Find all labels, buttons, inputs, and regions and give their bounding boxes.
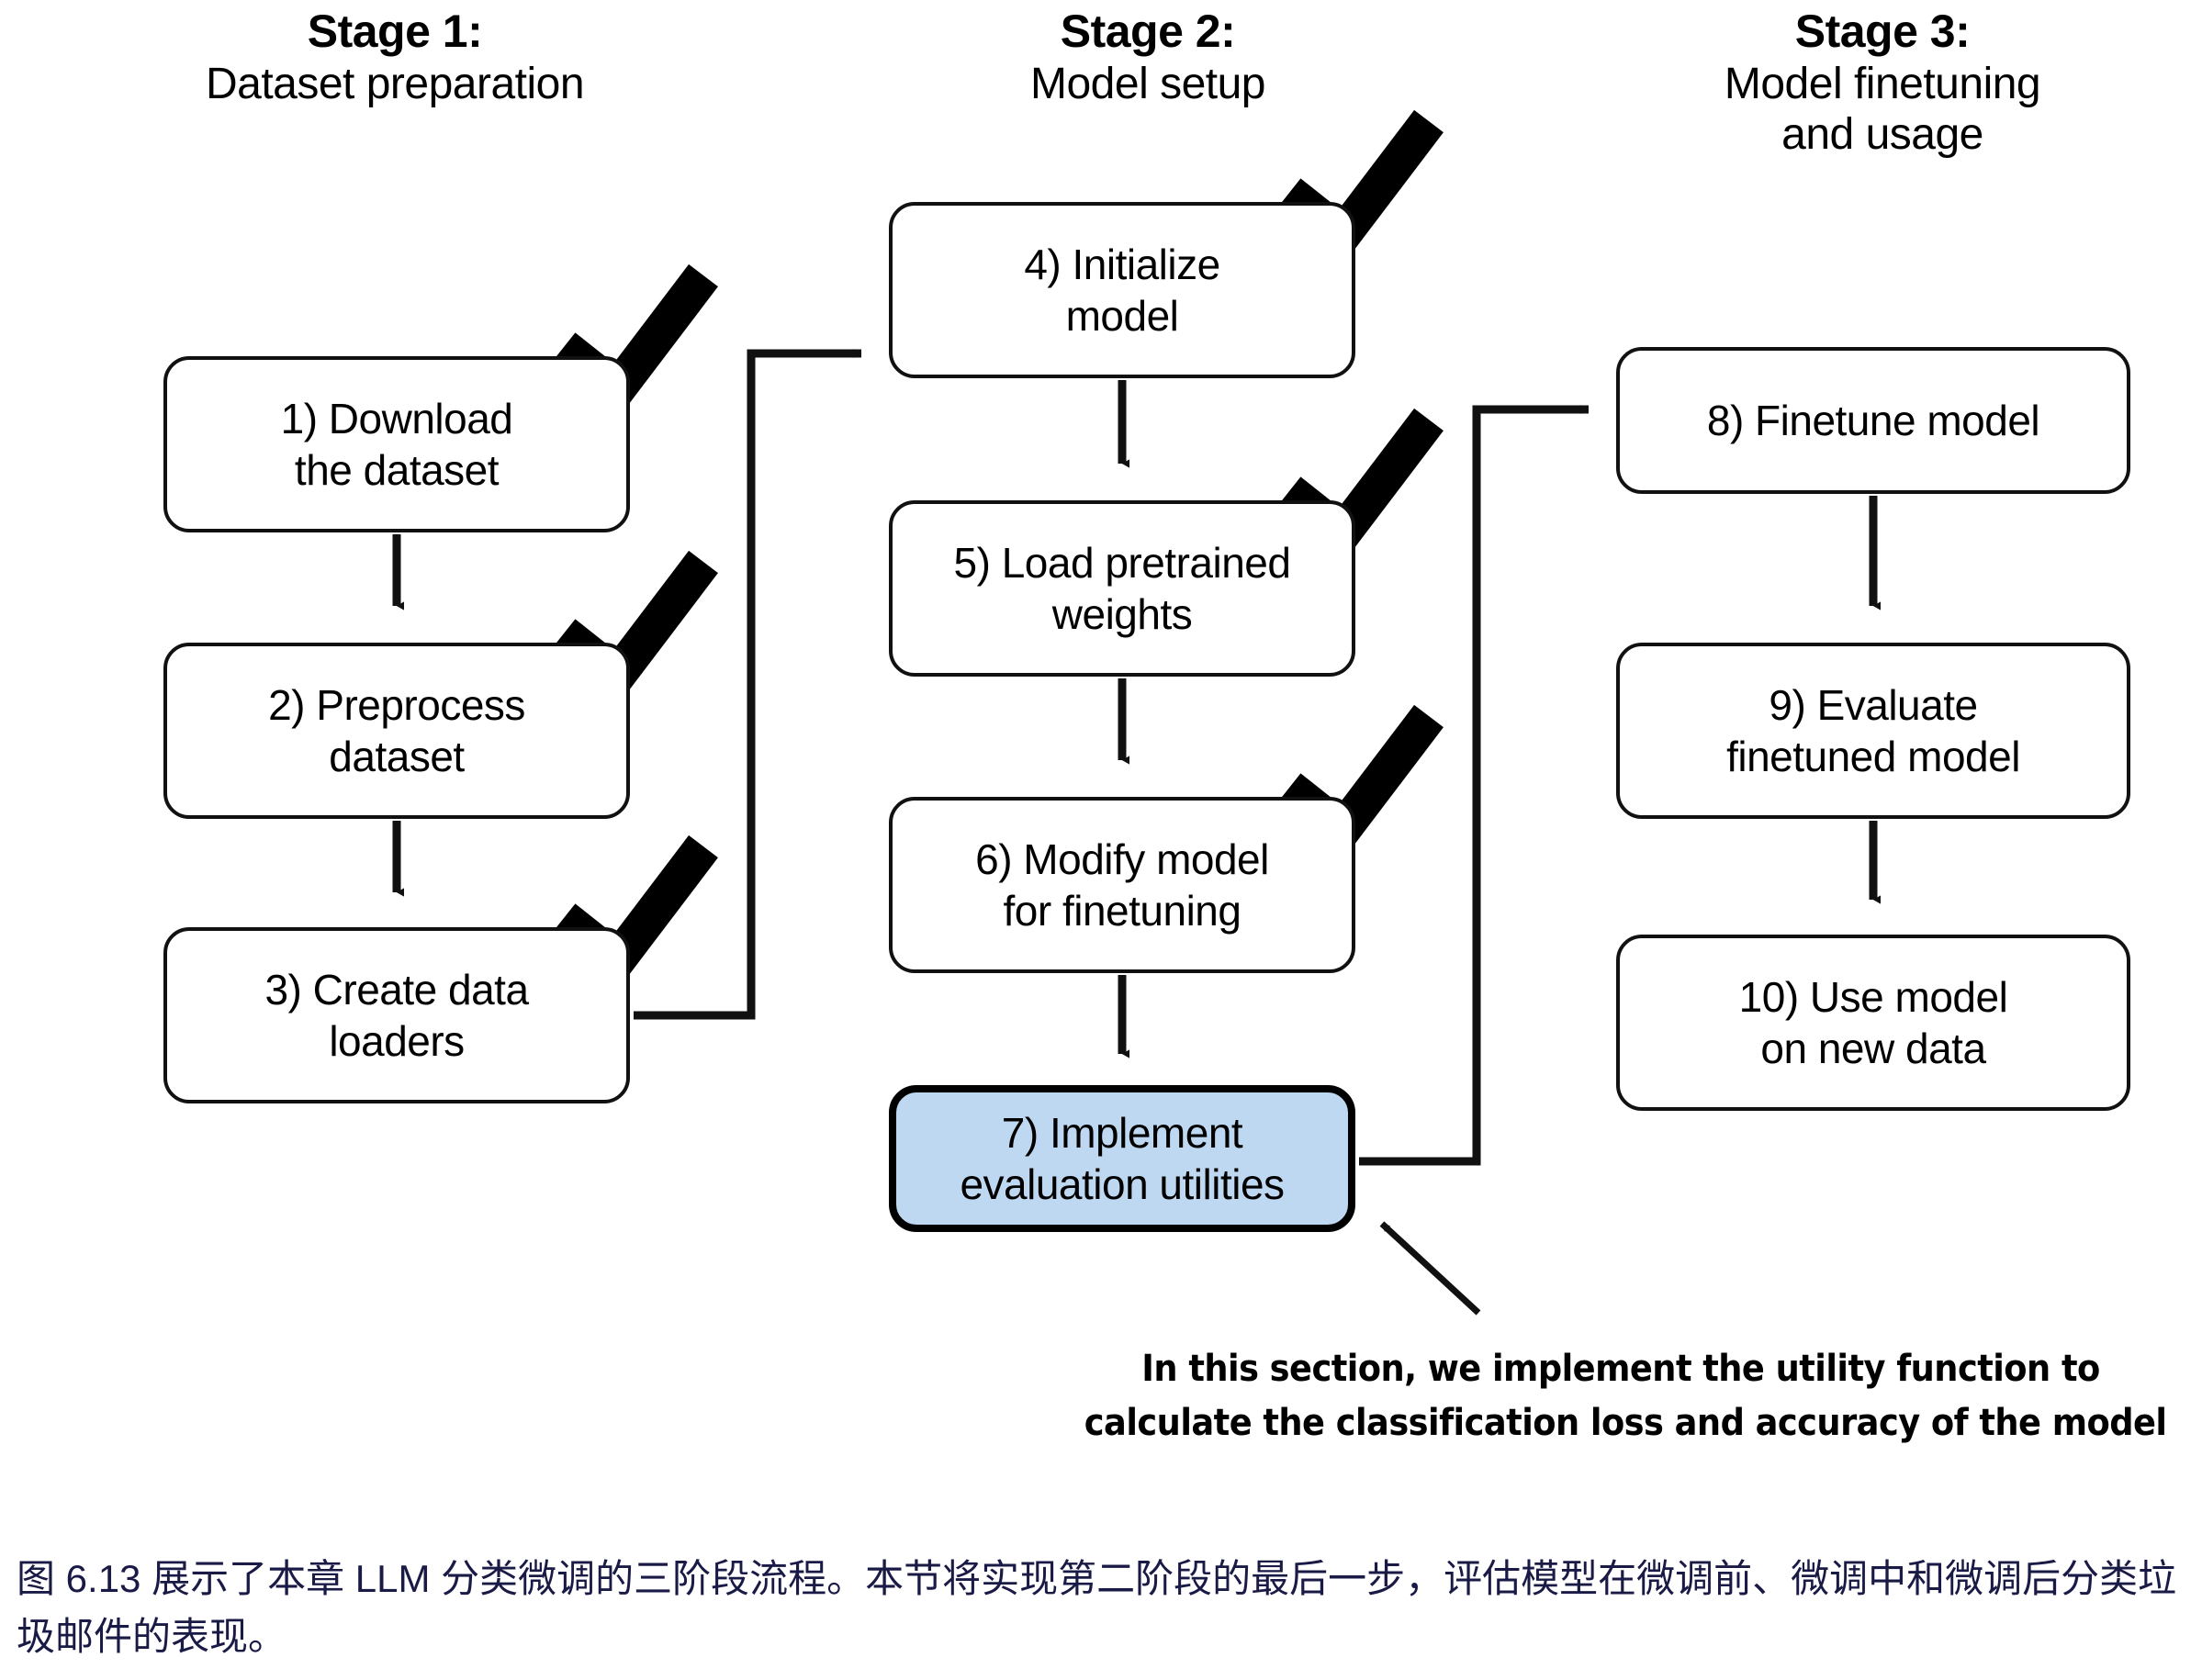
flow-node-label: 7) Implement evaluation utilities <box>960 1108 1285 1208</box>
stage-2-subtitle: Model setup <box>1030 59 1266 108</box>
flow-node-label: 6) Modify model for finetuning <box>975 834 1269 935</box>
stage-3-subtitle: Model finetuning <box>1724 59 2041 108</box>
connector-node3-node4 <box>634 349 862 1020</box>
figure-caption: 图 6.13 展示了本章 LLM 分类微调的三阶段流程。本节将实现第二阶段的最后… <box>17 1557 2177 1658</box>
annotation-pointer-arrow <box>1379 1221 1481 1316</box>
flow-node-label: 2) Preprocess dataset <box>268 680 525 780</box>
flow-node-finetune-model[interactable]: 8) Finetune model <box>1616 347 2130 494</box>
flow-node-initialize-model[interactable]: 4) Initialize model <box>889 202 1355 378</box>
flow-node-label: 9) Evaluate finetuned model <box>1726 680 2020 780</box>
flow-node-modify-model-for-finetuning[interactable]: 6) Modify model for finetuning <box>889 797 1355 973</box>
flow-node-label: 8) Finetune model <box>1706 396 2040 444</box>
flow-node-label: 10) Use model on new data <box>1738 972 2008 1072</box>
stage-1-subtitle: Dataset preparation <box>205 59 585 108</box>
stage-3-header: Stage 3: Model finetuning and usage <box>1561 6 2202 160</box>
flow-node-evaluate-finetuned-model[interactable]: 9) Evaluate finetuned model <box>1616 643 2130 819</box>
flow-node-label: 1) Download the dataset <box>280 394 513 494</box>
stage-3-title: Stage 3: <box>1794 6 1971 57</box>
stage-2-title: Stage 2: <box>1060 6 1236 57</box>
flow-node-use-model-on-new-data[interactable]: 10) Use model on new data <box>1616 935 2130 1111</box>
flow-node-download-dataset[interactable]: 1) Download the dataset <box>163 356 630 532</box>
stage-1-title: Stage 1: <box>307 6 483 57</box>
flow-node-label: 3) Create data loaders <box>264 965 529 1065</box>
flow-node-implement-evaluation-utilities[interactable]: 7) Implement evaluation utilities <box>889 1085 1355 1232</box>
flow-node-label: 4) Initialize model <box>1024 240 1220 340</box>
stage-2-header: Stage 2: Model setup <box>826 6 1469 109</box>
flow-node-load-pretrained-weights[interactable]: 5) Load pretrained weights <box>889 500 1355 677</box>
connector-node7-node8 <box>1359 405 1590 1166</box>
flow-node-label: 5) Load pretrained weights <box>953 538 1291 638</box>
annotation-line-2: calculate the classification loss and ac… <box>1084 1402 2167 1445</box>
stage-1-header: Stage 1: Dataset preparation <box>55 6 735 109</box>
flow-node-create-data-loaders[interactable]: 3) Create data loaders <box>163 927 630 1103</box>
flow-node-preprocess-dataset[interactable]: 2) Preprocess dataset <box>163 643 630 819</box>
annotation-line-1: In this section, we implement the utilit… <box>1141 1348 2100 1390</box>
annotation-text: In this section, we implement the utilit… <box>1084 1342 2167 1450</box>
stage-3-subtitle-line2: and usage <box>1781 109 1983 159</box>
